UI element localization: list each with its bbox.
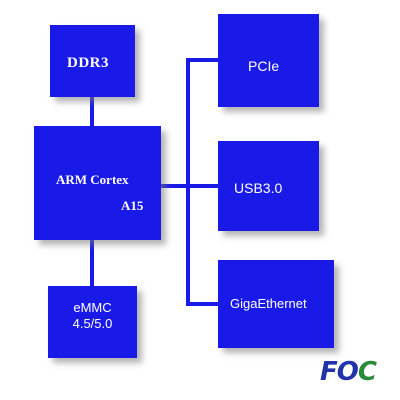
arm-label-line1: ARM Cortex bbox=[56, 172, 129, 187]
foc-logo: FOC bbox=[320, 357, 377, 387]
ddr3-block: DDR3 bbox=[50, 25, 135, 97]
giga-label: GigaEthernet bbox=[230, 296, 307, 311]
arm-label-line2: A15 bbox=[121, 198, 144, 213]
bus-pcie-connector bbox=[186, 58, 218, 62]
pcie-label: PCIe bbox=[248, 58, 280, 74]
logo-part2: C bbox=[357, 357, 377, 387]
giga-ethernet-block: GigaEthernet bbox=[218, 260, 334, 348]
bus-giga-connector bbox=[186, 302, 218, 306]
vertical-bus bbox=[186, 58, 190, 306]
arm-cortex-block: ARM Cortex A15 bbox=[34, 126, 161, 240]
pcie-block: PCIe bbox=[218, 14, 319, 107]
ddr3-arm-connector bbox=[90, 97, 94, 126]
emmc-block: eMMC 4.5/5.0 bbox=[48, 286, 137, 358]
usb-block: USB3.0 bbox=[218, 141, 319, 231]
ddr3-label: DDR3 bbox=[67, 55, 109, 71]
emmc-label-line2: 4.5/5.0 bbox=[72, 316, 113, 331]
usb-label: USB3.0 bbox=[234, 180, 283, 196]
emmc-label-line1: eMMC bbox=[73, 300, 112, 315]
emmc-label: eMMC 4.5/5.0 bbox=[48, 300, 137, 332]
logo-part1: FO bbox=[320, 357, 359, 387]
arm-emmc-connector bbox=[90, 240, 94, 286]
